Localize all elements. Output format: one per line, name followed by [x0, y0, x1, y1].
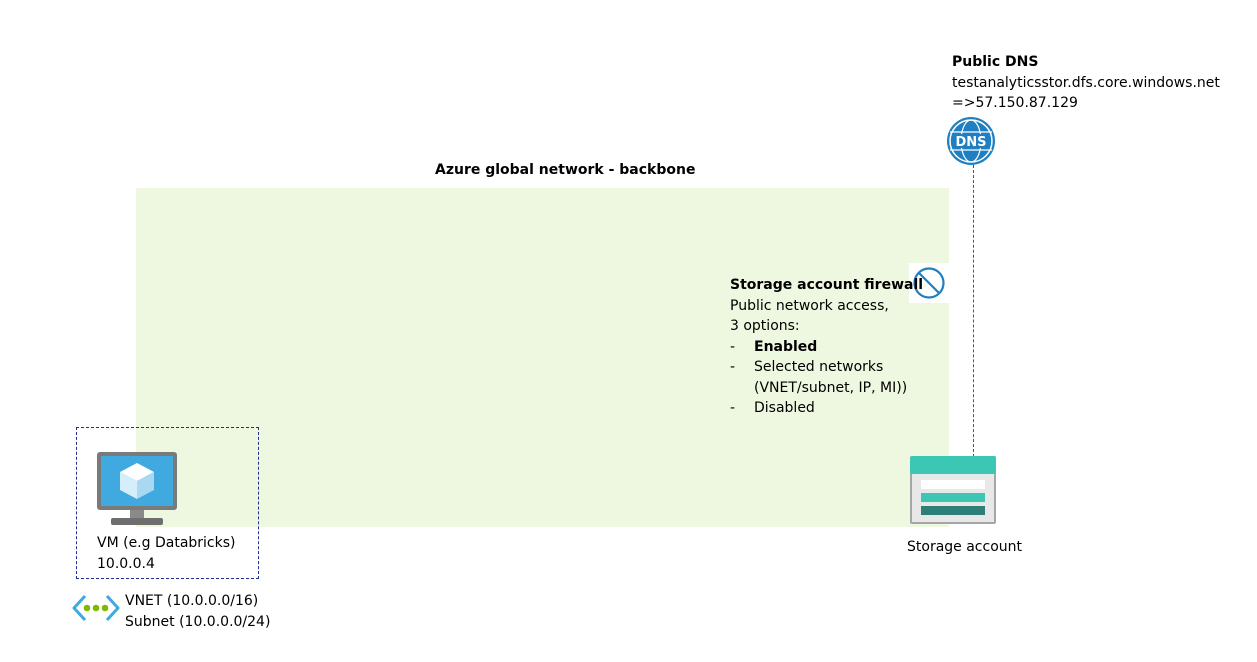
bullet-dash: - — [730, 400, 736, 416]
public-dns-title: Public DNS — [952, 54, 1039, 70]
bullet-spacer — [730, 378, 754, 399]
storage-account-icon — [910, 456, 996, 524]
firewall-option-selected: - Selected networks — [730, 357, 923, 378]
public-dns-hostname: testanalyticsstor.dfs.core.windows.net — [952, 74, 1220, 91]
bullet-dash: - — [730, 338, 736, 355]
dns-icon: DNS — [947, 117, 995, 165]
storage-account-label: Storage account — [907, 539, 1023, 555]
vm-ip: 10.0.0.4 — [97, 555, 155, 572]
firewall-info: Storage account firewall Public network … — [730, 275, 923, 419]
public-dns-ip: =>57.150.87.129 — [952, 95, 1078, 111]
vnet-icon — [72, 594, 120, 622]
vm-monitor-icon — [97, 452, 177, 525]
dns-connector-line — [973, 165, 974, 457]
firewall-option-selected-detail: (VNET/subnet, IP, MI)) — [730, 378, 923, 399]
vm-label: VM (e.g Databricks) — [97, 535, 236, 551]
public-dns-info: Public DNS testanalyticsstor.dfs.core.wi… — [952, 52, 1220, 114]
dns-icon-text: DNS — [955, 135, 986, 150]
vm-dashed-box — [76, 427, 259, 579]
option-label: Disabled — [754, 400, 815, 416]
vnet-label: VNET (10.0.0.0/16) — [125, 593, 259, 609]
vm-info: VM (e.g Databricks) 10.0.0.4 — [97, 533, 236, 574]
firewall-line-2: 3 options: — [730, 318, 800, 334]
backbone-title: Azure global network - backbone — [435, 162, 696, 178]
option-label: Enabled — [754, 338, 818, 355]
bullet-dash: - — [730, 359, 736, 375]
vnet-info: VNET (10.0.0.0/16) Subnet (10.0.0.0/24) — [125, 591, 270, 632]
subnet-label: Subnet (10.0.0.0/24) — [125, 613, 271, 630]
firewall-option-enabled: - Enabled — [730, 337, 923, 358]
firewall-line-1: Public network access, — [730, 297, 889, 314]
firewall-title: Storage account firewall — [730, 277, 924, 293]
option-label: Selected networks — [754, 359, 884, 375]
firewall-option-disabled: - Disabled — [730, 398, 923, 419]
option-label: (VNET/subnet, IP, MI)) — [754, 379, 908, 396]
backbone-area — [136, 188, 949, 527]
block-icon — [913, 267, 945, 299]
